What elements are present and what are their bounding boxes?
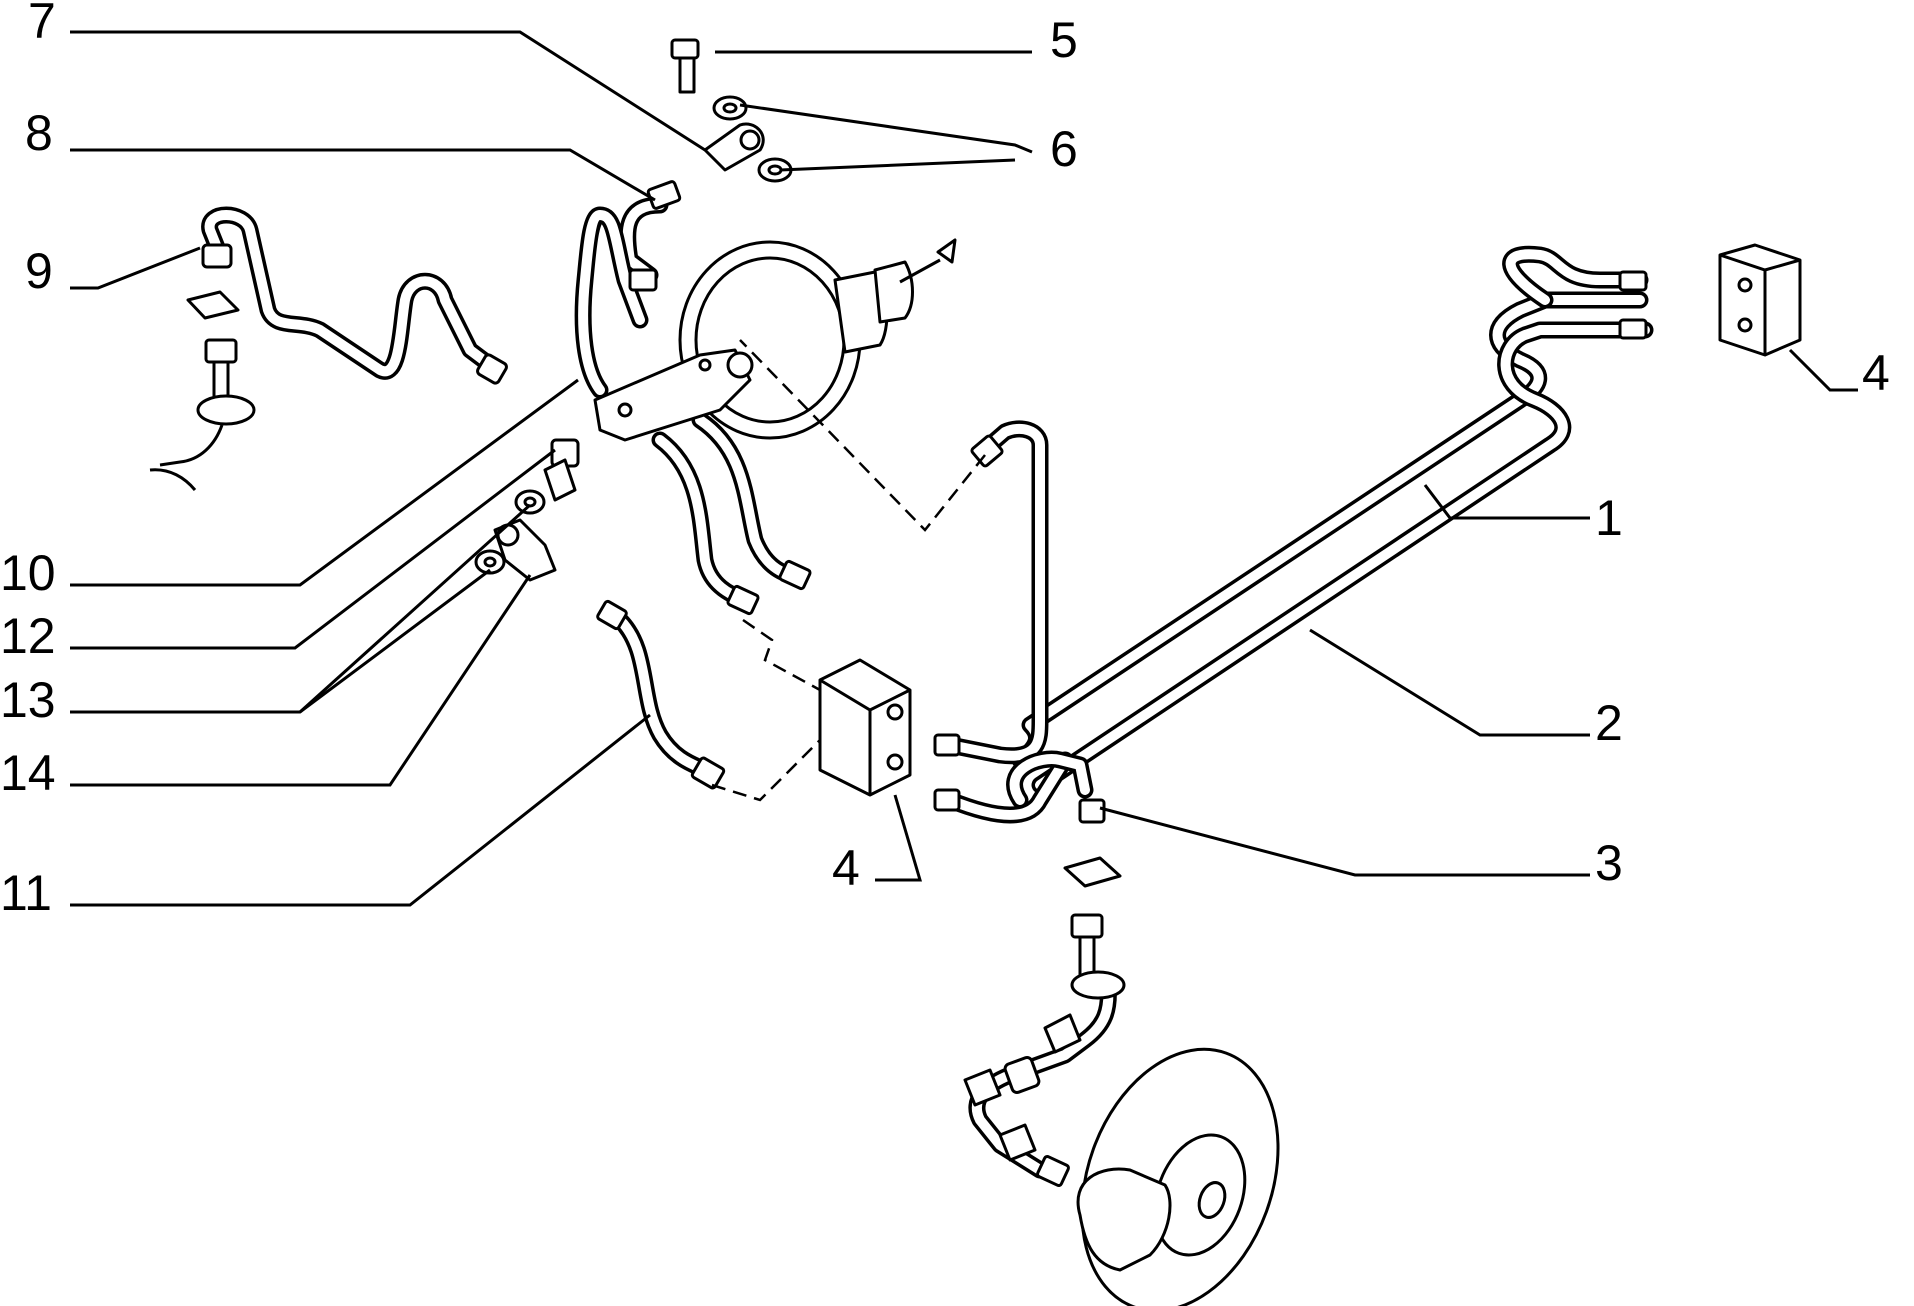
callout-14: 14 (0, 745, 56, 801)
sealing-washer-6 (712, 95, 793, 183)
leader-lines (70, 30, 1858, 907)
brake-pipe-left-to-junction (941, 420, 1094, 824)
callout-12: 12 (0, 608, 56, 664)
callout-7: 7 (28, 0, 56, 49)
callout-labels: 7 5 6 8 9 10 12 13 14 11 4 1 2 3 4 (0, 0, 1890, 921)
callout-2: 2 (1595, 695, 1623, 751)
callout-4-right: 4 (1862, 345, 1890, 401)
callout-8: 8 (25, 105, 53, 161)
washer-13 (474, 489, 546, 575)
master-cylinder (593, 348, 754, 442)
brake-pipe-9 (201, 206, 499, 380)
pipe-fittings (201, 180, 1648, 824)
brake-hose-front-wheel (968, 976, 1117, 1179)
brake-pipe-8 (574, 196, 669, 399)
hose-clip-front (963, 856, 1126, 1187)
hose-clip-left (149, 290, 256, 491)
brake-pipe-master-cylinder-out (651, 411, 799, 609)
callout-6: 6 (1050, 121, 1078, 177)
brake-pipe-2 (1031, 245, 1654, 794)
brake-pipe-11 (611, 611, 714, 779)
dashed-connectors (711, 339, 986, 802)
callout-3: 3 (1595, 835, 1623, 891)
callout-13: 13 (0, 672, 56, 728)
callout-9: 9 (25, 243, 53, 299)
callout-10: 10 (0, 545, 56, 601)
callout-1: 1 (1595, 490, 1623, 546)
callout-11: 11 (0, 865, 52, 921)
brake-pipe-1 (1011, 291, 1649, 769)
banjo-union-7 (703, 122, 765, 172)
union-bolt-5 (670, 38, 700, 94)
callout-5: 5 (1050, 12, 1078, 68)
callout-4-center: 4 (832, 840, 860, 896)
bleed-screw-12 (543, 438, 580, 502)
brake-disc (1076, 1047, 1280, 1306)
junction-block-4 (818, 658, 912, 797)
junction-block-4-right (1718, 243, 1802, 357)
